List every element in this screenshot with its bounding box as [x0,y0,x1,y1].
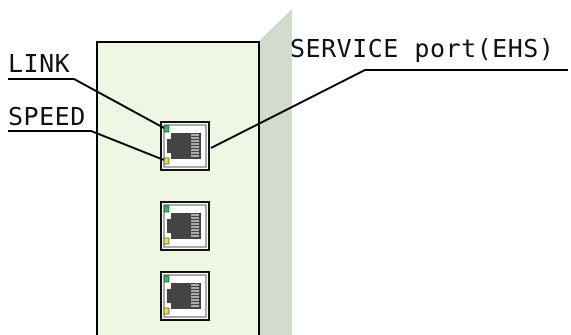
service-port-label: SERVICE port(EHS) [290,34,554,63]
rj45-jack-icon [167,213,201,239]
link-leader-line [8,78,165,129]
speed-led-icon [163,157,170,165]
speed-label: SPEED [8,102,86,131]
jack-contacts [191,214,199,237]
jack-contacts [191,284,199,307]
speed-led-icon [163,237,170,245]
panel-side-top-edge [258,9,293,43]
link-led-icon [163,275,170,283]
panel-front-face [96,41,260,335]
link-label: LINK [8,49,70,78]
port-inner-frame [163,204,207,248]
port-3 [160,271,210,321]
speed-leader-line [8,130,165,161]
rj45-jack-icon [167,283,201,309]
rj45-jack-icon [167,133,201,159]
link-led-icon [163,205,170,213]
panel-side-face [259,10,292,335]
jack-contacts [191,134,199,157]
service-port [160,121,210,171]
port-inner-frame [163,124,207,168]
port-inner-frame [163,274,207,318]
speed-led-icon [163,307,170,315]
link-led-icon [163,125,170,133]
service-port-leader-line [210,69,568,149]
port-2 [160,201,210,251]
